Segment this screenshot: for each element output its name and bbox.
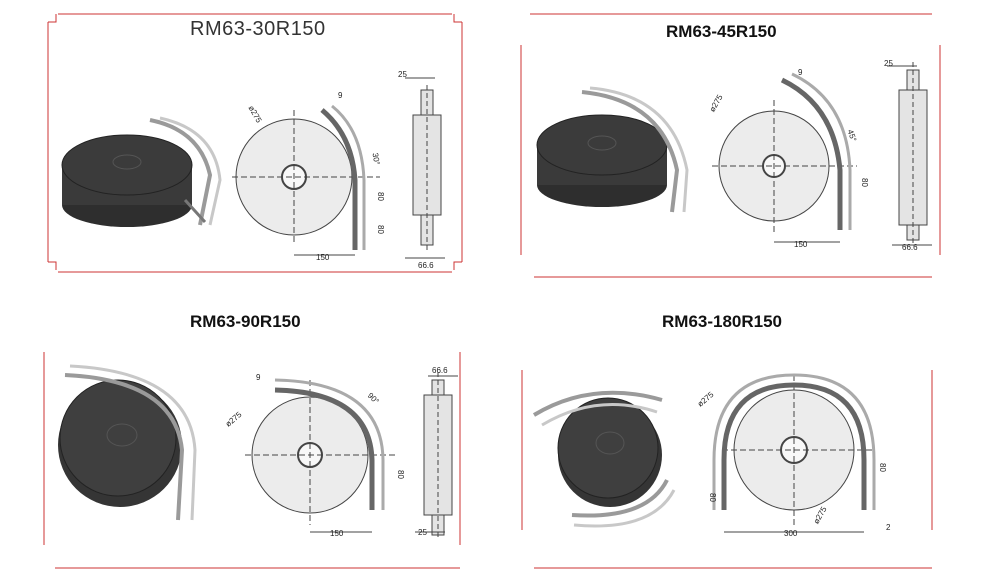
turntable-render bbox=[61, 116, 222, 227]
panel-title: RM63-180R150 bbox=[662, 312, 783, 331]
dim-h1: 80 bbox=[376, 192, 385, 201]
dim-width-bottom: 25 bbox=[418, 528, 427, 537]
drawing-frame bbox=[43, 352, 461, 569]
dim-diameter-2: ø275 bbox=[812, 505, 829, 526]
side-view bbox=[887, 62, 932, 246]
drawing-frame bbox=[521, 370, 933, 569]
dim-width-bottom: 66.6 bbox=[418, 261, 434, 270]
panel-title: RM63-90R150 bbox=[190, 312, 301, 331]
dim-gap: 9 bbox=[798, 68, 803, 77]
front-view bbox=[712, 373, 876, 533]
panel-rm63-180r150: RM63-180R150 ø275 ø275 80 80 bbox=[512, 300, 982, 581]
dim-diameter: ø275 bbox=[696, 390, 716, 409]
front-view bbox=[232, 104, 380, 256]
turntable-render bbox=[536, 86, 689, 213]
dim-h1: 80 bbox=[860, 178, 869, 187]
panel-title: RM63-30R150 bbox=[190, 18, 326, 40]
side-view bbox=[405, 77, 445, 259]
dim-h2: 80 bbox=[376, 225, 385, 234]
dim-radius: 150 bbox=[794, 240, 808, 249]
rm63-90r150-drawing: ø275 90° 9 150 80 66.6 25 bbox=[43, 352, 461, 569]
panel-rm63-45r150: RM63-45R150 ø275 45° 9 150 8 bbox=[512, 0, 982, 285]
dim-radius: 150 bbox=[316, 253, 330, 262]
drawing-frame bbox=[520, 13, 941, 278]
front-view bbox=[712, 72, 857, 243]
dim-angle: 45° bbox=[846, 128, 859, 142]
side-view bbox=[415, 372, 458, 540]
turntable-render bbox=[58, 364, 197, 521]
dim-note: 2 bbox=[886, 523, 891, 532]
dim-width-bottom: 66.6 bbox=[902, 243, 918, 252]
dim-diameter: ø275 bbox=[224, 410, 244, 429]
panel-title: RM63-45R150 bbox=[666, 22, 777, 41]
dim-width: 300 bbox=[784, 529, 798, 538]
dim-gap: 9 bbox=[256, 373, 261, 382]
dim-angle: 30° bbox=[371, 152, 382, 165]
dim-diameter: ø275 bbox=[708, 93, 725, 114]
dim-h-right: 80 bbox=[878, 463, 887, 472]
rm63-30r150-drawing: ø275 30° 9 150 80 80 25 66.6 bbox=[47, 13, 463, 273]
dim-h-left: 80 bbox=[708, 493, 717, 502]
dim-diameter: ø275 bbox=[247, 104, 264, 125]
rm63-180r150-drawing: ø275 ø275 80 80 300 2 bbox=[521, 370, 933, 569]
dim-gap: 9 bbox=[338, 91, 343, 100]
turntable-render bbox=[532, 390, 676, 528]
dim-radius: 150 bbox=[330, 529, 344, 538]
panel-rm63-90r150: RM63-90R150 ø275 90° 9 150 80 bbox=[0, 300, 470, 581]
panel-rm63-30r150: RM63-30R150 bbox=[0, 0, 470, 280]
dim-width-top: 25 bbox=[398, 70, 407, 79]
dim-angle: 90° bbox=[366, 391, 381, 406]
front-view bbox=[245, 378, 395, 533]
dim-width-top: 66.6 bbox=[432, 366, 448, 375]
rm63-45r150-drawing: ø275 45° 9 150 80 25 66.6 bbox=[520, 13, 941, 278]
dim-width-top: 25 bbox=[884, 59, 893, 68]
dim-h1: 80 bbox=[396, 470, 405, 479]
drawing-frame bbox=[47, 13, 463, 273]
